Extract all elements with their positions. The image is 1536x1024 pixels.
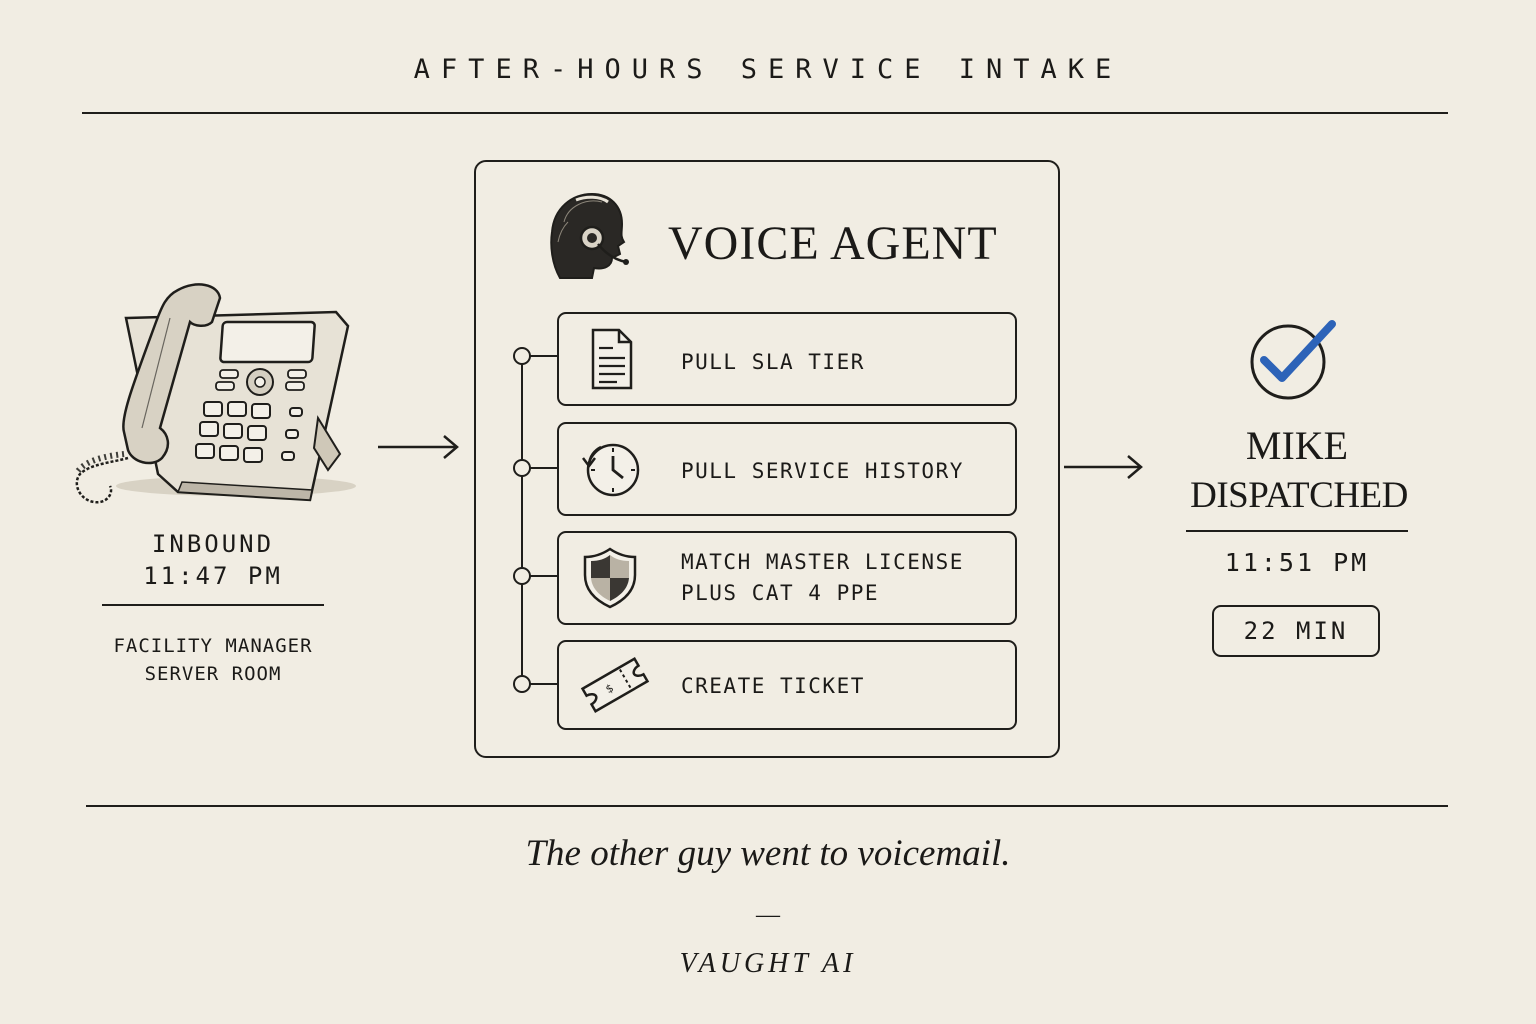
voice-agent-title: VOICE AGENT [668, 217, 998, 270]
step-label: CREATE TICKET [681, 674, 865, 698]
ticket-icon: $ [579, 654, 650, 716]
page-title: AFTER-HOURS SERVICE INTAKE [413, 54, 1123, 85]
response-duration-badge: 22 MIN [1212, 605, 1380, 657]
check-stroke [1260, 320, 1336, 382]
inbound-time: 11:47 PM [143, 562, 283, 590]
step-create-ticket: $ CREATE TICKET [557, 640, 1017, 730]
tagline: The other guy went to voicemail. [525, 833, 1011, 874]
document-icon [579, 328, 641, 390]
step-pull-sla-tier: PULL SLA TIER [557, 312, 1017, 406]
voice-agent-panel [474, 160, 1060, 758]
step-label: MATCH MASTER LICENSE PLUS CAT 4 PPE [681, 550, 964, 605]
checkmark-circle-icon [1246, 318, 1336, 408]
shield-icon [579, 547, 641, 609]
brand-signature: VAUGHT AI [679, 948, 857, 979]
step-match-license: MATCH MASTER LICENSE PLUS CAT 4 PPE [557, 531, 1017, 625]
footer-separator: — [756, 902, 780, 928]
arrow-right-icon [378, 435, 459, 459]
caller-info: FACILITY MANAGER SERVER ROOM [90, 632, 336, 688]
inbound-label: INBOUND [151, 530, 275, 558]
arrow-right-icon [1064, 455, 1143, 479]
step-pull-service-history: PULL SERVICE HISTORY [557, 422, 1017, 516]
inbound-divider [102, 604, 324, 606]
caller-role: FACILITY MANAGER [113, 635, 313, 657]
workflow-connector [513, 347, 558, 693]
dispatch-time: 11:51 PM [1224, 548, 1370, 577]
step-label: PULL SERVICE HISTORY [681, 459, 964, 483]
caller-location: SERVER ROOM [144, 663, 282, 685]
dispatch-divider [1186, 530, 1408, 532]
step-label: PULL SLA TIER [681, 350, 865, 374]
dispatch-status: DISPATCHED [1190, 475, 1408, 516]
headset-agent-icon [546, 192, 630, 284]
inbound-call-info: INBOUND 11:47 PM [100, 528, 326, 592]
header-divider [82, 112, 1448, 114]
footer-divider [86, 805, 1448, 807]
desk-phone-icon [66, 278, 366, 518]
technician-name: MIKE [1245, 423, 1349, 468]
clock-history-icon [579, 438, 641, 500]
